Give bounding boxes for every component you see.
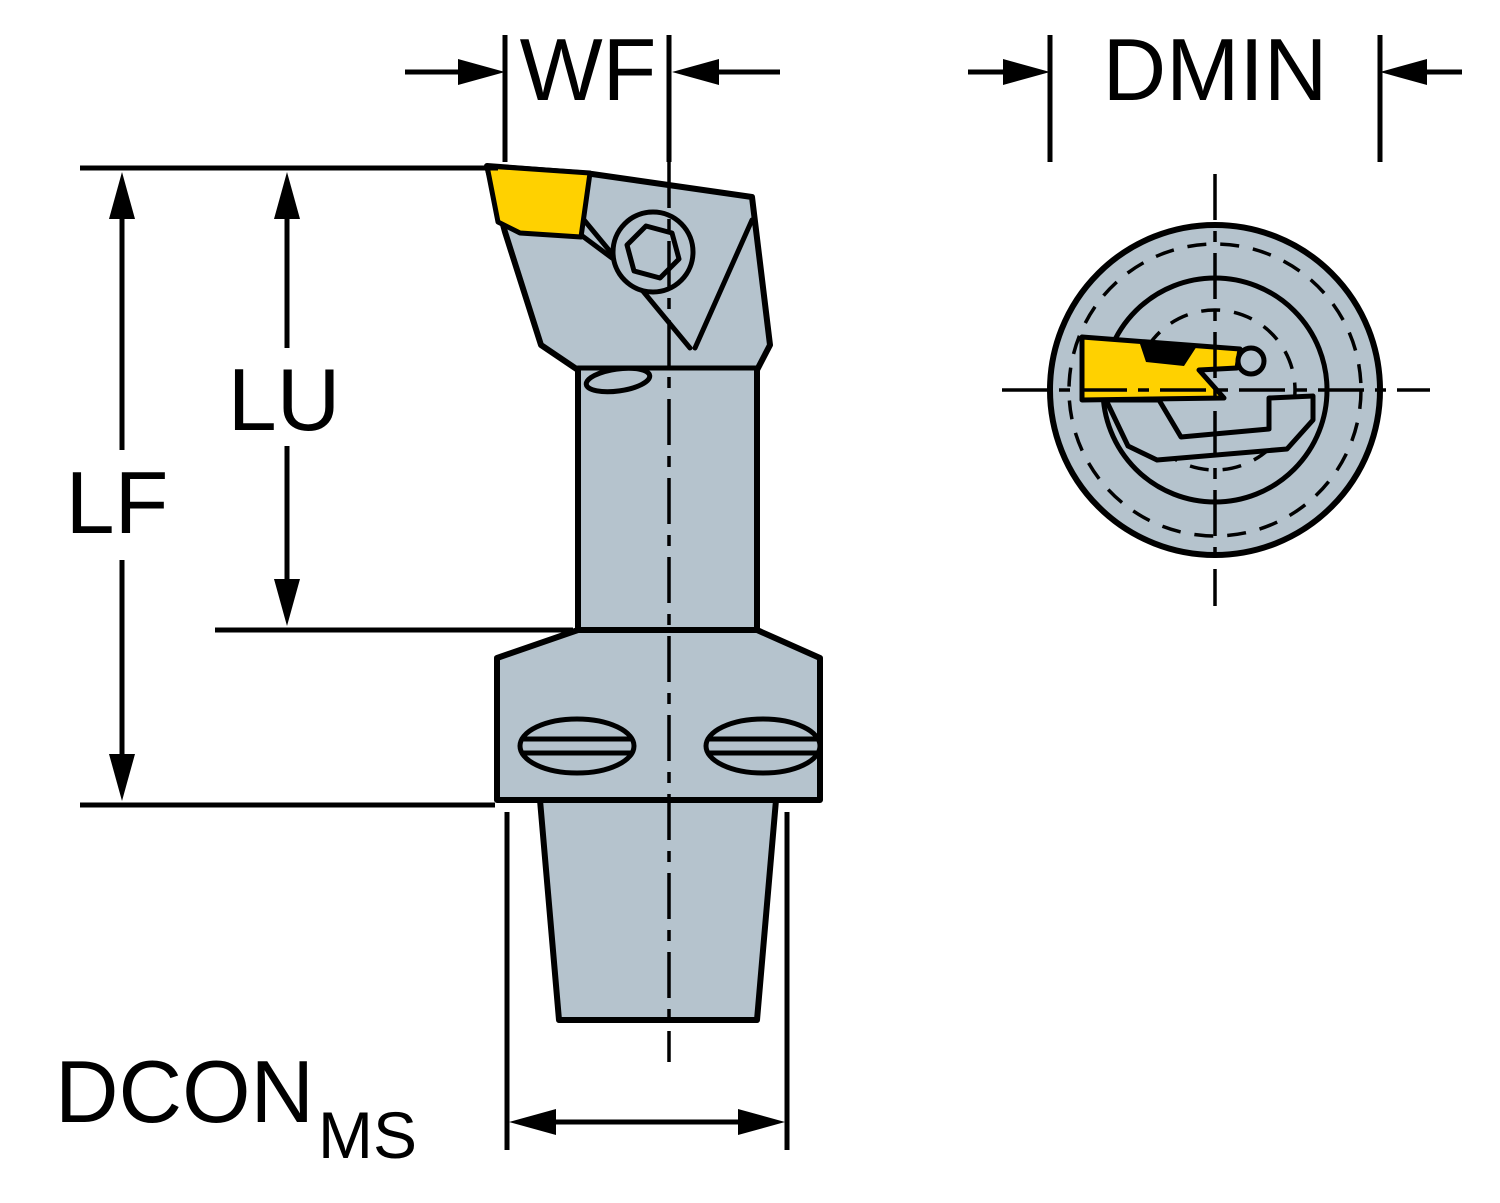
dcon-arrow-right-head — [738, 1109, 785, 1135]
dcon-arrow-left-head — [509, 1109, 556, 1135]
end-view — [1002, 174, 1430, 606]
wf-arrow-right-head — [672, 59, 719, 85]
dcon-label: DCON — [55, 1042, 314, 1141]
flange-screw-right — [703, 716, 823, 776]
side-view — [484, 163, 823, 1023]
hex-socket-icon — [624, 223, 682, 281]
dcon-subscript-label: MS — [318, 1098, 417, 1172]
lu-arrow-down — [274, 579, 300, 626]
insert-chipbreaker-notch — [1139, 341, 1197, 366]
cutting-insert-side — [484, 163, 593, 240]
clamp-edge-right — [692, 217, 755, 351]
wf-arrow-left-head — [458, 59, 505, 85]
lu-label: LU — [228, 350, 341, 449]
lf-arrow-down — [109, 754, 135, 801]
dmin-label: DMIN — [1103, 20, 1328, 119]
dmin-arrow-right-head — [1380, 59, 1427, 85]
dmin-arrow-left-head — [1003, 59, 1050, 85]
wf-label: WF — [520, 20, 657, 119]
cutting-insert-front — [1079, 334, 1243, 403]
lf-arrow-up — [109, 172, 135, 219]
holder-nose-profile — [1103, 393, 1316, 463]
insert-pocket-line — [578, 232, 615, 261]
lu-arrow-up — [274, 172, 300, 219]
flange-screw-left — [517, 716, 637, 776]
dimensions: WF DMIN LF LU DCON MS — [55, 20, 1462, 1172]
tool-coupling — [537, 797, 779, 1023]
shoulder-slot — [583, 365, 653, 395]
lf-label: LF — [66, 453, 169, 552]
insert-screw-hole — [1235, 345, 1267, 377]
